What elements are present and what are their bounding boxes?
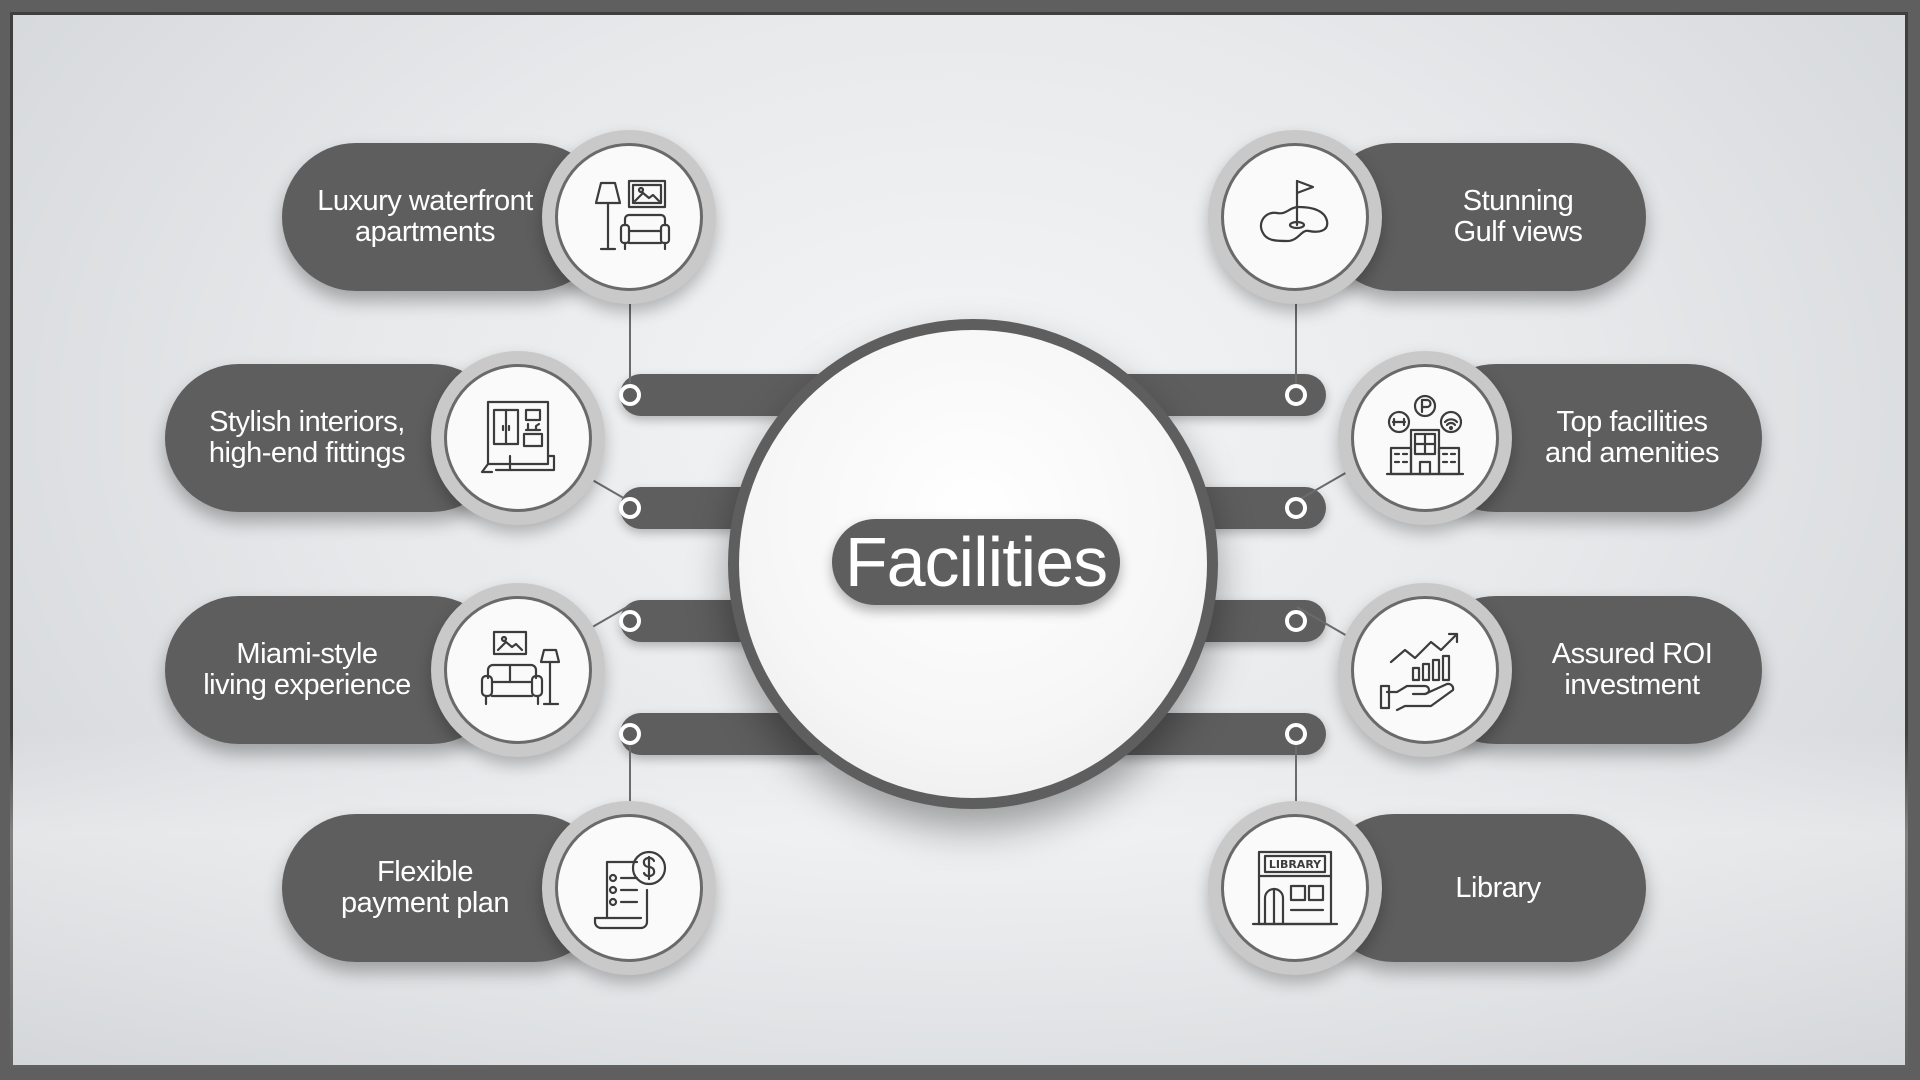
connector-node-left-2	[619, 497, 641, 519]
link-line-1	[629, 290, 631, 385]
connector-node-left-4	[619, 723, 641, 745]
feature-pill-luxury-apartments: Luxury waterfront apartments	[282, 143, 608, 291]
slide-canvas: Facilities Luxury waterfront apartments …	[10, 12, 1908, 1068]
wardrobe-interior-icon	[480, 400, 556, 474]
connector-node-right-1	[1285, 384, 1307, 406]
feature-label-top-facilities: Top facilities and amenities	[1544, 406, 1720, 469]
connector-node-right-2	[1285, 497, 1307, 519]
feature-label-assured-roi: Assured ROI investment	[1551, 638, 1713, 701]
connector-node-left-1	[619, 384, 641, 406]
feature-label-gulf-views: Stunning Gulf views	[1453, 185, 1583, 248]
connector-node-right-4	[1285, 723, 1307, 745]
living-room-lamp-icon	[594, 179, 671, 251]
golf-flag-icon	[1259, 179, 1329, 243]
badge-gulf-views	[1208, 130, 1382, 304]
badge-luxury-apartments	[542, 130, 716, 304]
connector-node-left-3	[619, 610, 641, 632]
badge-payment-plan	[542, 801, 716, 975]
feature-label-payment-plan: Flexible payment plan	[340, 856, 510, 919]
library-sign-text: LIBRARY	[1269, 858, 1322, 871]
library-building-icon: LIBRARY	[1251, 850, 1339, 926]
connector-node-right-3	[1285, 610, 1307, 632]
link-line-5	[1295, 290, 1297, 385]
invoice-dollar-icon	[593, 850, 667, 930]
badge-stylish-interiors	[431, 351, 605, 525]
feature-label-luxury-apartments: Luxury waterfront apartments	[317, 185, 533, 248]
link-line-8	[1295, 734, 1297, 824]
hotel-amenities-icon	[1385, 394, 1465, 476]
hub-title: Facilities	[832, 519, 1120, 605]
badge-miami-style	[431, 583, 605, 757]
badge-top-facilities	[1338, 351, 1512, 525]
badge-library: LIBRARY	[1208, 801, 1382, 975]
feature-label-stylish-interiors: Stylish interiors, high-end fittings	[208, 406, 406, 469]
link-line-4	[629, 734, 631, 824]
feature-label-miami-style: Miami-style living experience	[203, 638, 411, 701]
feature-label-library: Library	[1455, 871, 1541, 904]
badge-assured-roi	[1338, 583, 1512, 757]
sofa-lamp-icon	[480, 630, 561, 706]
hand-growth-chart-icon	[1379, 632, 1459, 712]
